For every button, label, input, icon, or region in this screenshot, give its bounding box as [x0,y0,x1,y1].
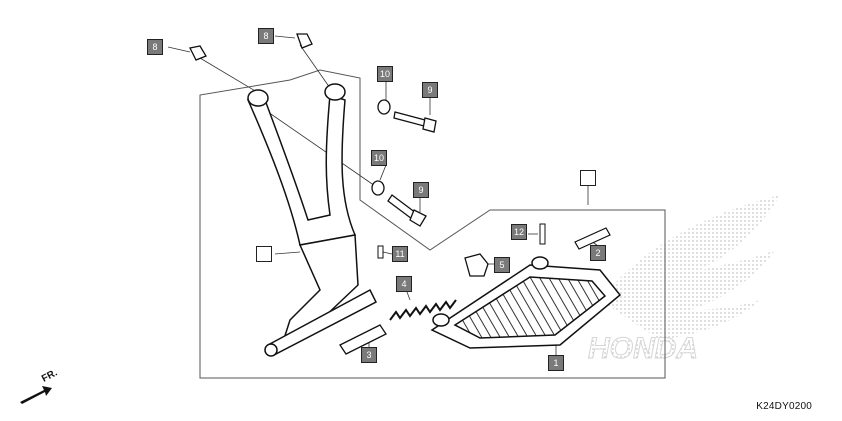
callout-8-left: 8 [147,39,163,55]
spring [389,299,457,321]
washer-lower [371,180,385,196]
front-arrow [20,386,52,404]
callout-12: 12 [511,224,527,240]
bolt-upper [393,111,437,133]
spring-pin-2 [574,227,611,250]
clip-11 [377,245,384,259]
pivot-pin [339,324,387,355]
center-stand [246,83,378,357]
step-plate [430,256,622,349]
callout-3: 3 [361,347,377,363]
callout-8-right: 8 [258,28,274,44]
nut-left [189,45,207,61]
honda-watermark: HONDA [588,332,699,366]
callout-11: 11 [392,246,408,262]
washer-upper [377,99,391,115]
collar-5 [464,253,489,277]
callout-4: 4 [396,276,412,292]
callout-9-lower: 9 [413,182,429,198]
diagram-code: K24DY0200 [756,401,812,412]
svg-text:HONDA: HONDA [588,332,698,365]
nut-right [296,33,313,49]
assembly-boundary [199,69,666,379]
callout-10-upper: 10 [377,66,393,82]
reference-box-left [256,246,272,262]
callout-9-upper: 9 [422,82,438,98]
callout-10-lower: 10 [371,150,387,166]
callout-5: 5 [494,257,510,273]
bolt-lower [387,194,427,227]
pin-12 [539,223,546,245]
callout-1: 1 [548,355,564,371]
callout-2: 2 [590,245,606,261]
reference-box-right [580,170,596,186]
honda-wing-watermark [600,195,780,340]
